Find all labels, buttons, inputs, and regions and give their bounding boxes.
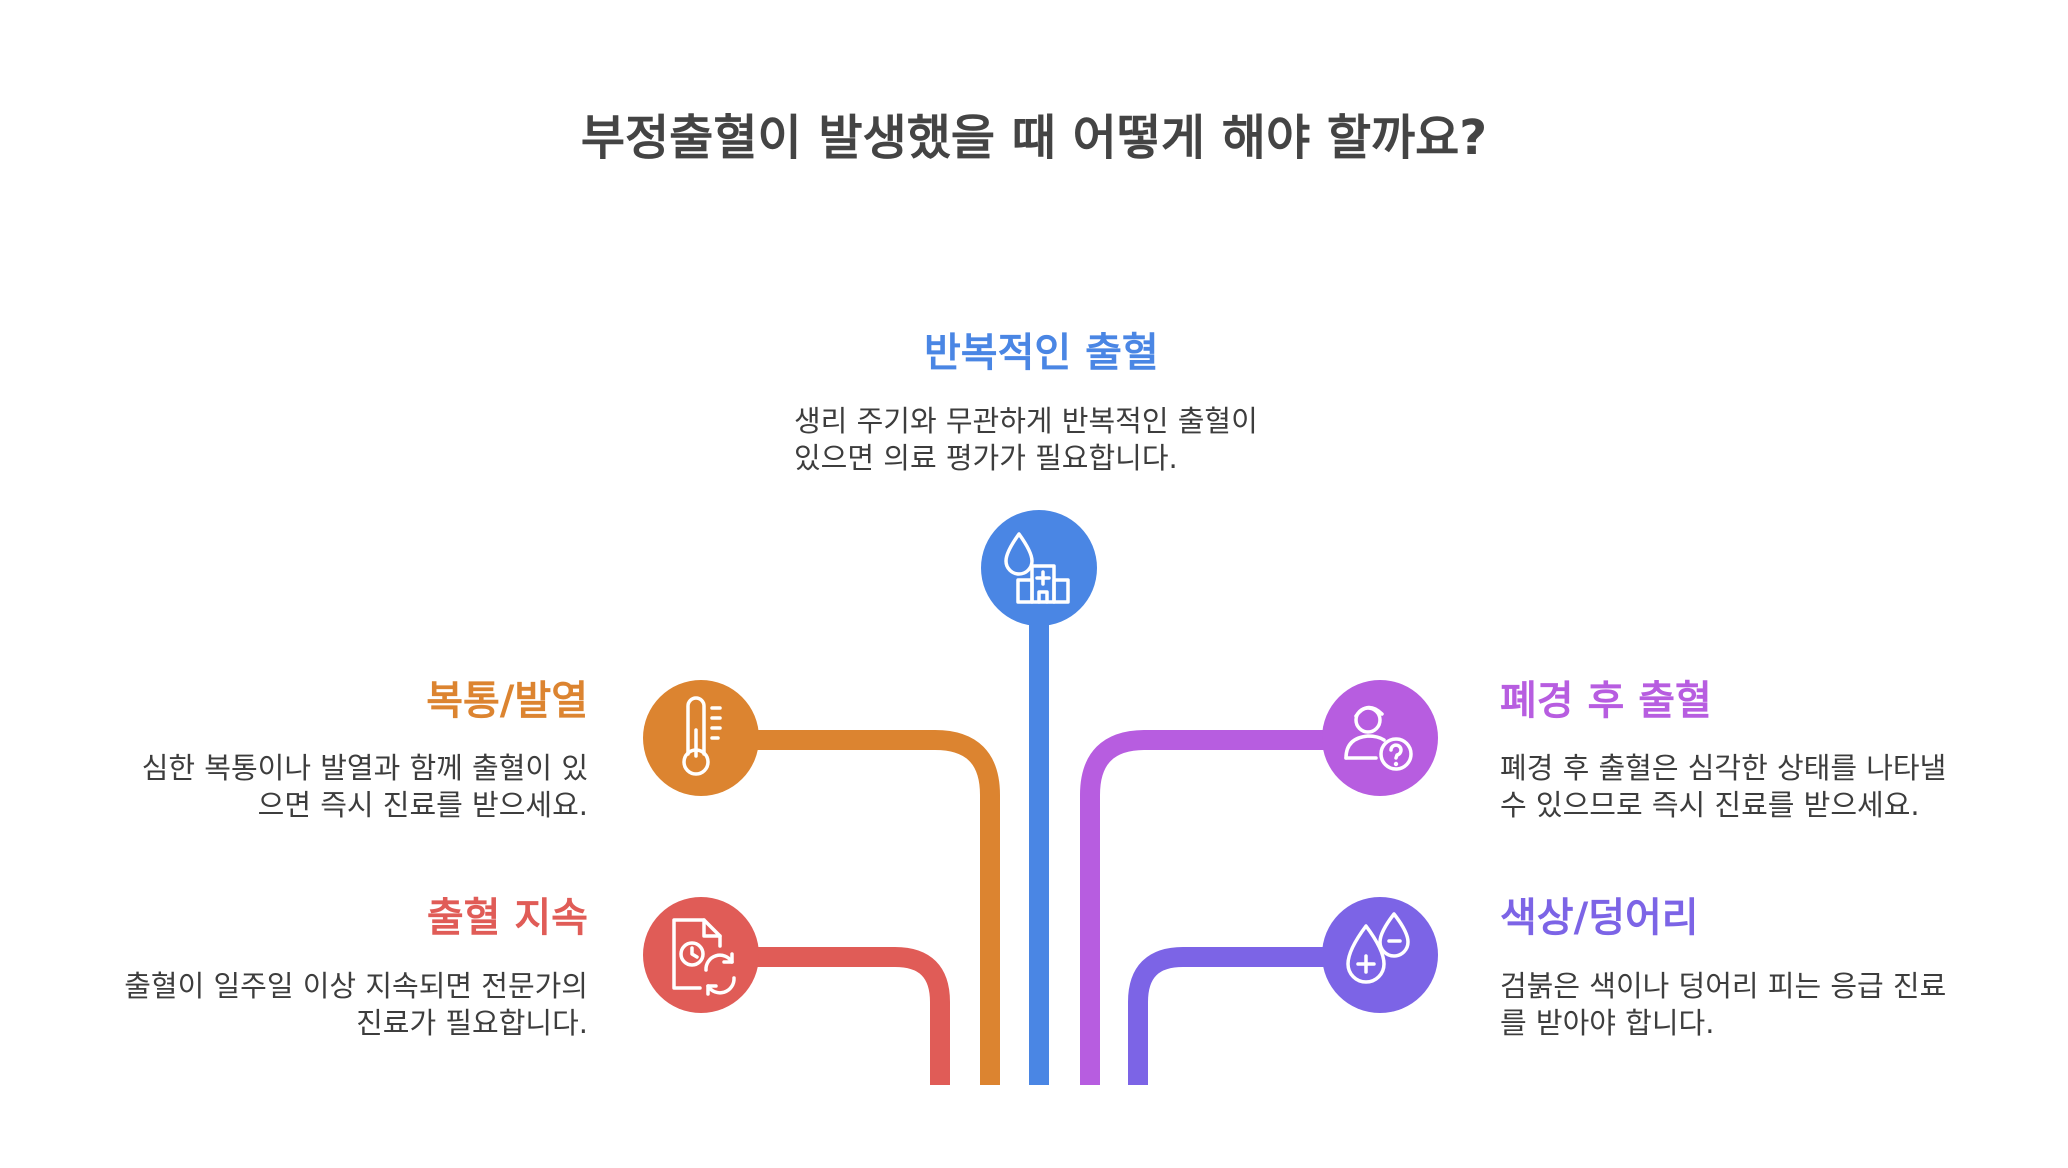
- color-clots-heading: 색상/덩어리: [1500, 895, 1699, 941]
- drops-plus-minus-icon: [1322, 897, 1438, 1013]
- description-line: 심한 복통이나 발열과 함께 출혈이 있: [141, 751, 588, 785]
- persistent-bleeding-description: 출혈이 일주일 이상 지속되면 전문가의 진료가 필요합니다.: [124, 968, 588, 1042]
- page-title: 부정출혈이 발생했을 때 어떻게 해야 할까요?: [580, 110, 1488, 166]
- description-line: 진료가 필요합니다.: [356, 1006, 588, 1040]
- persistent-bleeding-heading: 출혈 지속: [426, 895, 588, 941]
- drop-hospital-icon: [981, 510, 1097, 626]
- description-line: 수 있으므로 즉시 진료를 받으세요.: [1500, 788, 1920, 822]
- connector-persistent: [700, 947, 950, 1085]
- color-clots-description: 검붉은 색이나 덩어리 피는 응급 진료 를 받아야 합니다.: [1500, 968, 1946, 1042]
- postmenopause-bleeding-heading: 폐경 후 출혈: [1500, 678, 1712, 724]
- connector-pain-fever: [700, 730, 1000, 1085]
- description-line: 검붉은 색이나 덩어리 피는 응급 진료: [1500, 969, 1947, 1003]
- description-line: 를 받아야 합니다.: [1500, 1006, 1715, 1040]
- description-line: 있으면 의료 평가가 필요합니다.: [794, 441, 1178, 475]
- document-clock-refresh-icon: [643, 897, 759, 1013]
- recurring-bleeding-description: 생리 주기와 무관하게 반복적인 출혈이 있으면 의료 평가가 필요합니다.: [794, 403, 1258, 477]
- person-question-icon: [1322, 680, 1438, 796]
- postmenopause-bleeding-description: 폐경 후 출혈은 심각한 상태를 나타낼 수 있으므로 즉시 진료를 받으세요.: [1500, 750, 1946, 824]
- description-line: 생리 주기와 무관하게 반복적인 출혈이: [794, 404, 1258, 438]
- description-line: 으면 즉시 진료를 받으세요.: [257, 788, 588, 822]
- description-line: 폐경 후 출혈은 심각한 상태를 나타낼: [1500, 751, 1947, 785]
- pain-fever-description: 심한 복통이나 발열과 함께 출혈이 있 으면 즉시 진료를 받으세요.: [142, 750, 588, 824]
- description-line: 출혈이 일주일 이상 지속되면 전문가의: [124, 969, 588, 1003]
- connector-color-clots: [1128, 947, 1380, 1085]
- recurring-bleeding-heading: 반복적인 출혈: [924, 330, 1159, 376]
- thermometer-icon: [643, 680, 759, 796]
- connector-postmenopause: [1080, 730, 1380, 1085]
- pain-fever-heading: 복통/발열: [426, 678, 588, 724]
